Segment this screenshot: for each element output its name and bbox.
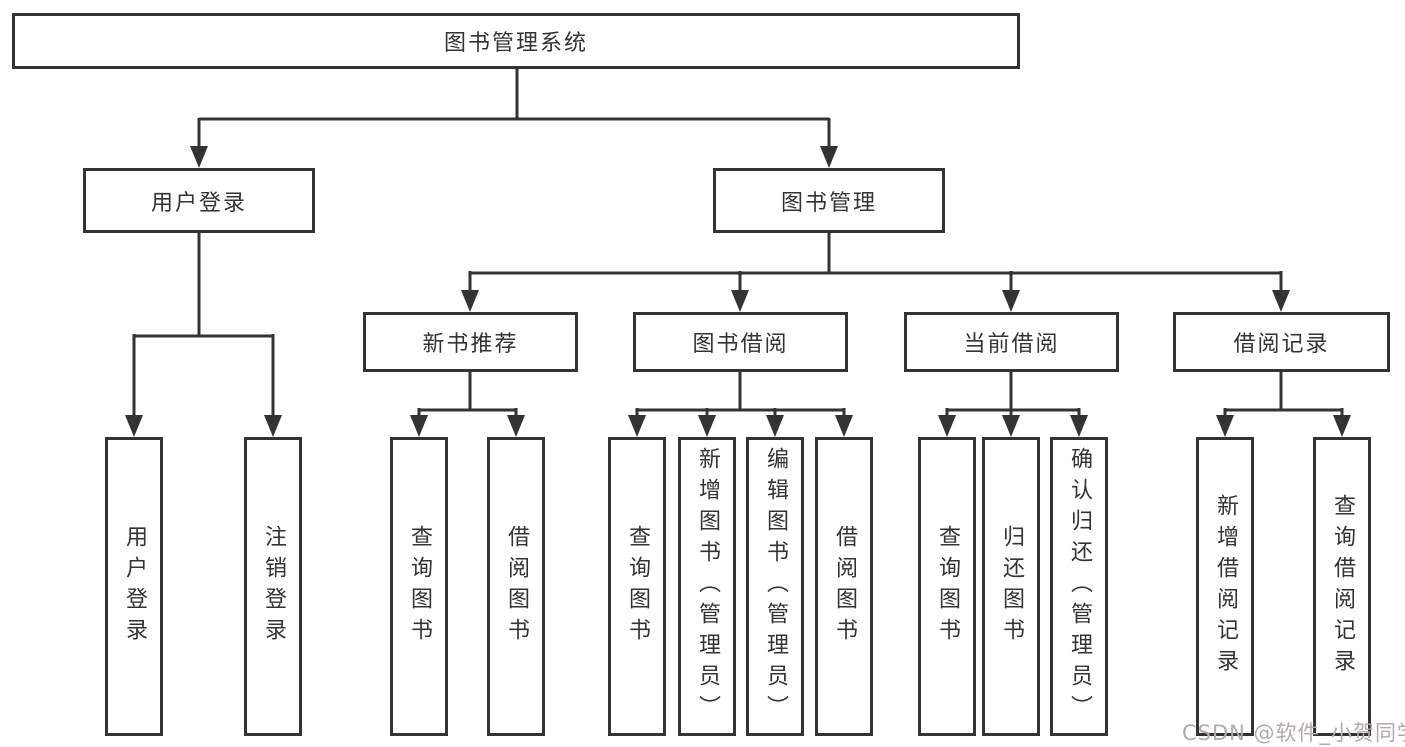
leaf-borrow-books-2-label: 借阅图书 [832,524,857,649]
leaf-add-borrow-record-label: 新增借阅记录 [1213,493,1238,680]
leaf-borrow-books-1: 借阅图书 [487,437,545,736]
edge-root-to-level2 [197,69,831,150]
leaf-query-books-3-label: 查询图书 [935,524,960,649]
leaf-query-borrow-record: 查询借阅记录 [1313,437,1371,736]
leaf-query-books-2: 查询图书 [608,437,666,736]
arrow-down-icon [1002,415,1020,437]
node-root: 图书管理系统 [12,13,1020,69]
node-user-login: 用户登录 [83,168,315,233]
leaf-confirm-return-admin-label: 确认归还（管理员） [1067,447,1092,726]
leaf-add-book-admin-label: 新增图书（管理员） [695,447,720,726]
leaf-query-books-1: 查询图书 [390,437,448,736]
arrow-down-icon [698,415,716,437]
node-current-borrow-label: 当前借阅 [963,332,1060,357]
node-root-label: 图书管理系统 [443,31,588,56]
node-user-login-label: 用户登录 [150,190,247,216]
edge-bookmgmt-to-level3 [468,232,1283,294]
leaf-logout-label: 注销登录 [261,524,286,649]
arrow-down-icon [125,415,143,437]
leaf-logout: 注销登录 [244,437,302,736]
arrow-down-icon [731,290,749,312]
leaf-edit-book-admin: 编辑图书（管理员） [746,437,804,736]
leaf-confirm-return-admin: 确认归还（管理员） [1050,437,1108,736]
arrow-down-icon [264,415,282,437]
leaf-add-book-admin: 新增图书（管理员） [678,437,736,736]
arrow-down-icon [1333,415,1351,437]
node-book-borrow: 图书借阅 [633,312,848,372]
arrow-down-icon [1002,290,1020,312]
arrow-down-icon [190,146,208,168]
leaf-return-book: 归还图书 [982,437,1040,736]
arrow-down-icon [410,415,428,437]
arrow-down-icon [1070,415,1088,437]
arrow-down-icon [1216,415,1234,437]
arrow-down-icon [628,415,646,437]
arrow-down-icon [835,415,853,437]
node-new-book-recommend: 新书推荐 [363,312,578,372]
leaf-user-login-label: 用户登录 [122,524,147,649]
leaf-return-book-label: 归还图书 [999,524,1024,649]
arrow-down-icon [938,415,956,437]
leaf-add-borrow-record: 新增借阅记录 [1196,437,1254,736]
leaf-query-borrow-record-label: 查询借阅记录 [1330,493,1355,680]
arrow-down-icon [820,146,838,168]
node-book-borrow-label: 图书借阅 [692,332,789,357]
node-borrow-records: 借阅记录 [1173,312,1390,372]
leaf-borrow-books-2: 借阅图书 [815,437,873,736]
leaf-query-books-3: 查询图书 [918,437,976,736]
leaf-edit-book-admin-label: 编辑图书（管理员） [763,447,788,726]
arrow-down-icon [461,290,479,312]
edge-userlogin-to-leaves [132,233,275,419]
leaf-user-login: 用户登录 [105,437,163,736]
leaf-borrow-books-1-label: 借阅图书 [504,524,529,649]
leaf-query-books-2-label: 查询图书 [625,524,650,649]
csdn-watermark: CSDN @软件_小贺同学 [1182,721,1405,745]
arrow-down-icon [1272,290,1290,312]
node-book-management-label: 图书管理 [780,190,877,216]
arrow-down-icon [766,415,784,437]
node-current-borrow: 当前借阅 [904,312,1119,372]
edge-bookborrow-to-leaves [635,371,846,419]
node-new-book-recommend-label: 新书推荐 [422,332,519,357]
leaf-query-books-1-label: 查询图书 [407,524,432,649]
arrow-down-icon [507,415,525,437]
edge-records-to-leaves [1223,371,1344,419]
edge-currentborrow-to-leaves [945,371,1081,419]
node-borrow-records-label: 借阅记录 [1233,332,1330,357]
edge-newbook-to-leaves [417,371,518,419]
node-book-management: 图书管理 [713,168,945,233]
